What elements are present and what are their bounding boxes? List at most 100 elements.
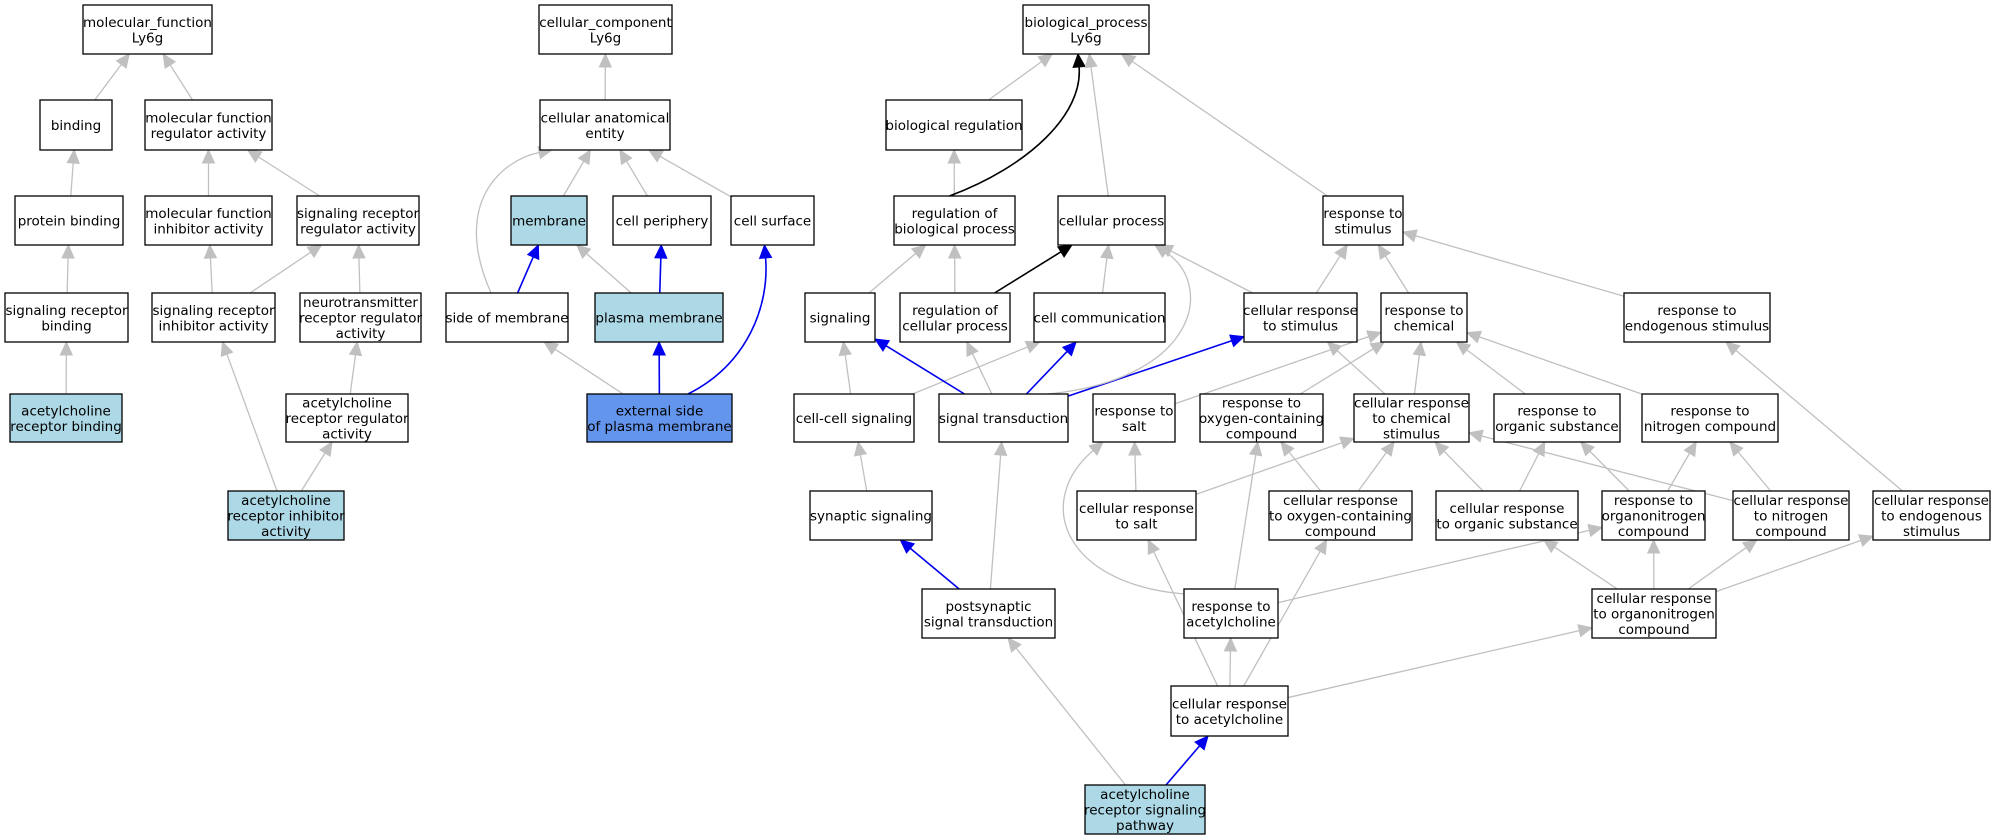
edge-cell_resp_org_sub-to-cell_resp_chem [1434, 441, 1484, 492]
edge-cell_resp_organonitro-to-cell_resp_org_sub [1542, 539, 1618, 590]
node-plasma-membrane[interactable]: plasma membrane [594, 292, 724, 343]
edge-arrowhead [1056, 244, 1073, 258]
edge-cell_surface-to-cae [647, 149, 732, 198]
node-label-line: biological regulation [885, 118, 1022, 134]
edge-arrowhead [1577, 624, 1594, 638]
edge-arrowhead [1741, 539, 1758, 554]
node-binding[interactable]: binding [39, 99, 113, 151]
node-label-line: acetylcholine [1186, 614, 1276, 630]
node-label-line: signal transduction [939, 411, 1068, 427]
edge-resp_endo-to-resp_stim [1401, 229, 1625, 297]
node-label-line: response to [1222, 396, 1301, 412]
edge-cell_resp_chem-to-resp_chem [1412, 340, 1427, 395]
node-box [227, 490, 345, 541]
edge-sig_rec_reg-to-mf_reg [246, 149, 320, 197]
node-label-line: cellular response [1079, 501, 1194, 517]
edge-mf_reg-to-mf_root [162, 52, 194, 101]
edge-resp_organonitro-to-resp_org_sub [1579, 441, 1630, 492]
node-label-line: pathway [1116, 818, 1174, 834]
edge-resp_organonitro-to-resp_nitro [1667, 440, 1697, 492]
edge-arrowhead [1223, 636, 1238, 652]
node-cell-proc[interactable]: cellular process [1057, 195, 1166, 246]
node-syn-sig[interactable]: synaptic signaling [809, 490, 933, 541]
edge-line [1015, 647, 1126, 786]
edge-arrowhead [1467, 429, 1484, 443]
edge-line [659, 155, 732, 198]
edge-reg_bio_proc-to-bp_root [949, 52, 1086, 197]
node-signaling[interactable]: signaling [804, 292, 876, 343]
edge-line [1062, 449, 1185, 595]
node-label-line: receptor signaling [1084, 803, 1206, 819]
edge-line [1554, 546, 1618, 590]
node-label-line: synaptic signaling [810, 509, 932, 525]
node-cell-comm[interactable]: cell communication [1033, 292, 1166, 343]
node-box [14, 195, 124, 246]
node-side-membrane[interactable]: side of membrane [445, 292, 569, 343]
node-box [9, 393, 123, 443]
node-membrane[interactable]: membrane [510, 195, 588, 246]
edge-arrowhead [654, 243, 668, 259]
edge-cell_resp_chem-to-cell_resp_stim [1326, 341, 1386, 395]
edge-cell_resp_ach-to-cell_resp_organonitro [1287, 624, 1594, 699]
edge-syn_sig-to-cell_cell_sig [853, 440, 868, 492]
node-box [899, 292, 1011, 343]
edge-line [1715, 539, 1861, 593]
node-label-line: cellular response [1172, 696, 1287, 712]
node-label-line: molecular function [145, 110, 271, 126]
edge-line [1589, 450, 1630, 492]
node-sig-trans[interactable]: signal transduction [938, 393, 1069, 443]
node-protein-binding[interactable]: protein binding [14, 195, 124, 246]
node-label-line: Ly6g [590, 30, 621, 46]
node-cell-periphery[interactable]: cell periphery [612, 195, 712, 246]
edge-signaling-to-reg_bio_proc [868, 244, 927, 294]
node-label-line: biological process [894, 221, 1015, 237]
node-bio-reg[interactable]: biological regulation [885, 99, 1023, 151]
edge-resp_org_sub-to-resp_chem [1455, 341, 1526, 395]
edge-line [1413, 354, 1420, 395]
node-cell-surface[interactable]: cell surface [730, 195, 815, 246]
node-label-line: compound [1305, 524, 1376, 540]
edge-bio_reg-to-bp_root [988, 53, 1054, 101]
node-cell-cell-sig[interactable]: cell-cell signaling [793, 393, 915, 443]
edge-line [971, 353, 993, 395]
edge-arrowhead [201, 148, 216, 164]
node-label-line: to organic substance [1436, 516, 1577, 532]
node-box [151, 292, 276, 343]
